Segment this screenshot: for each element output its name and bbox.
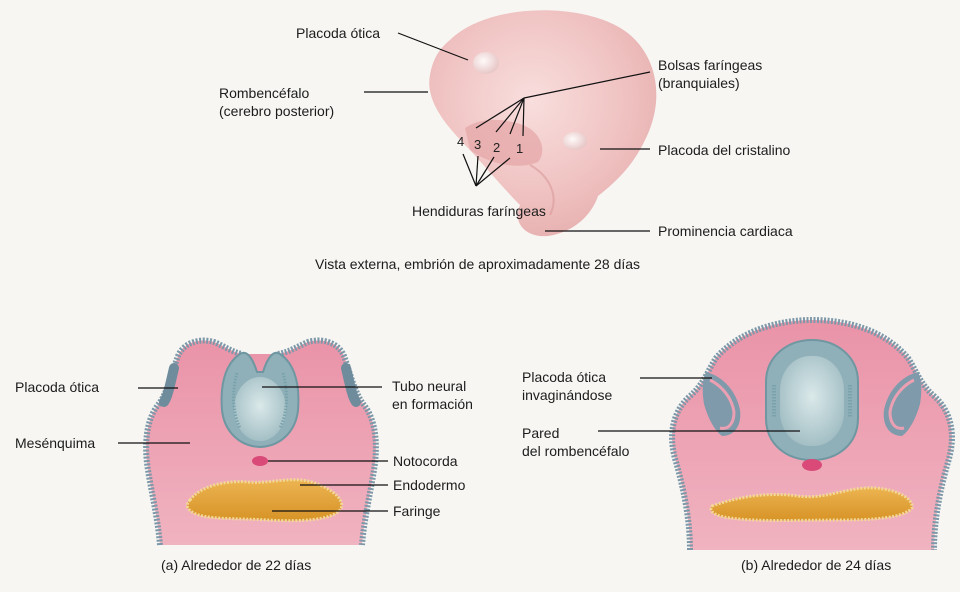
label-rhombencephalon: Rombencéfalo (219, 85, 310, 101)
label-a-pharynx: Faringe (393, 503, 441, 519)
panel-a-section (118, 337, 388, 546)
label-a-neural-tube: Tubo neural (392, 378, 467, 394)
label-rhombencephalon-sub: (cerebro posterior) (219, 103, 335, 119)
label-a-notochord: Notocorda (393, 453, 458, 469)
arch-number-2: 2 (493, 140, 501, 155)
label-a-mesenchyme: Mesénquima (15, 435, 96, 451)
label-b-otic-placode: Placoda ótica (522, 369, 607, 385)
arch-number-3: 3 (474, 137, 482, 152)
panel-b-ectoderm (669, 316, 955, 551)
label-b-otic-placode-sub: invaginándose (522, 387, 613, 403)
label-a-endoderm: Endodermo (393, 477, 466, 493)
label-b-hindbrain-wall-sub: del rombencéfalo (522, 443, 630, 459)
label-cardiac-prominence: Prominencia cardiaca (658, 223, 793, 239)
panel-b-section (598, 316, 955, 551)
caption-panel-b: (b) Alrededor de 24 días (741, 557, 892, 573)
label-pharyngeal-pouches: Bolsas faríngeas (658, 57, 763, 73)
caption-external-view: Vista externa, embrión de aproximadament… (315, 256, 641, 272)
caption-panel-a: (a) Alrededor de 22 días (161, 557, 312, 573)
panel-b-notochord (802, 459, 822, 471)
arch-number-4: 4 (457, 134, 465, 149)
panel-a-pharynx (185, 478, 344, 523)
label-lens-placode: Placoda del cristalino (658, 142, 791, 158)
embryo-external (364, 10, 657, 237)
otic-placode-bump (473, 52, 499, 74)
label-otic-placode-top: Placoda ótica (296, 25, 381, 41)
label-b-hindbrain-wall: Pared (522, 425, 560, 441)
label-a-neural-tube-sub: en formación (392, 396, 473, 412)
panel-a-notochord (252, 456, 268, 466)
label-a-otic-placode: Placoda ótica (15, 379, 100, 395)
arch-number-1: 1 (516, 141, 524, 156)
label-pharyngeal-clefts: Hendiduras faríngeas (412, 203, 546, 219)
panel-b-pharynx (709, 486, 914, 522)
label-pharyngeal-pouches-sub: (branquiales) (658, 75, 740, 91)
lens-placode-bump (563, 132, 587, 150)
